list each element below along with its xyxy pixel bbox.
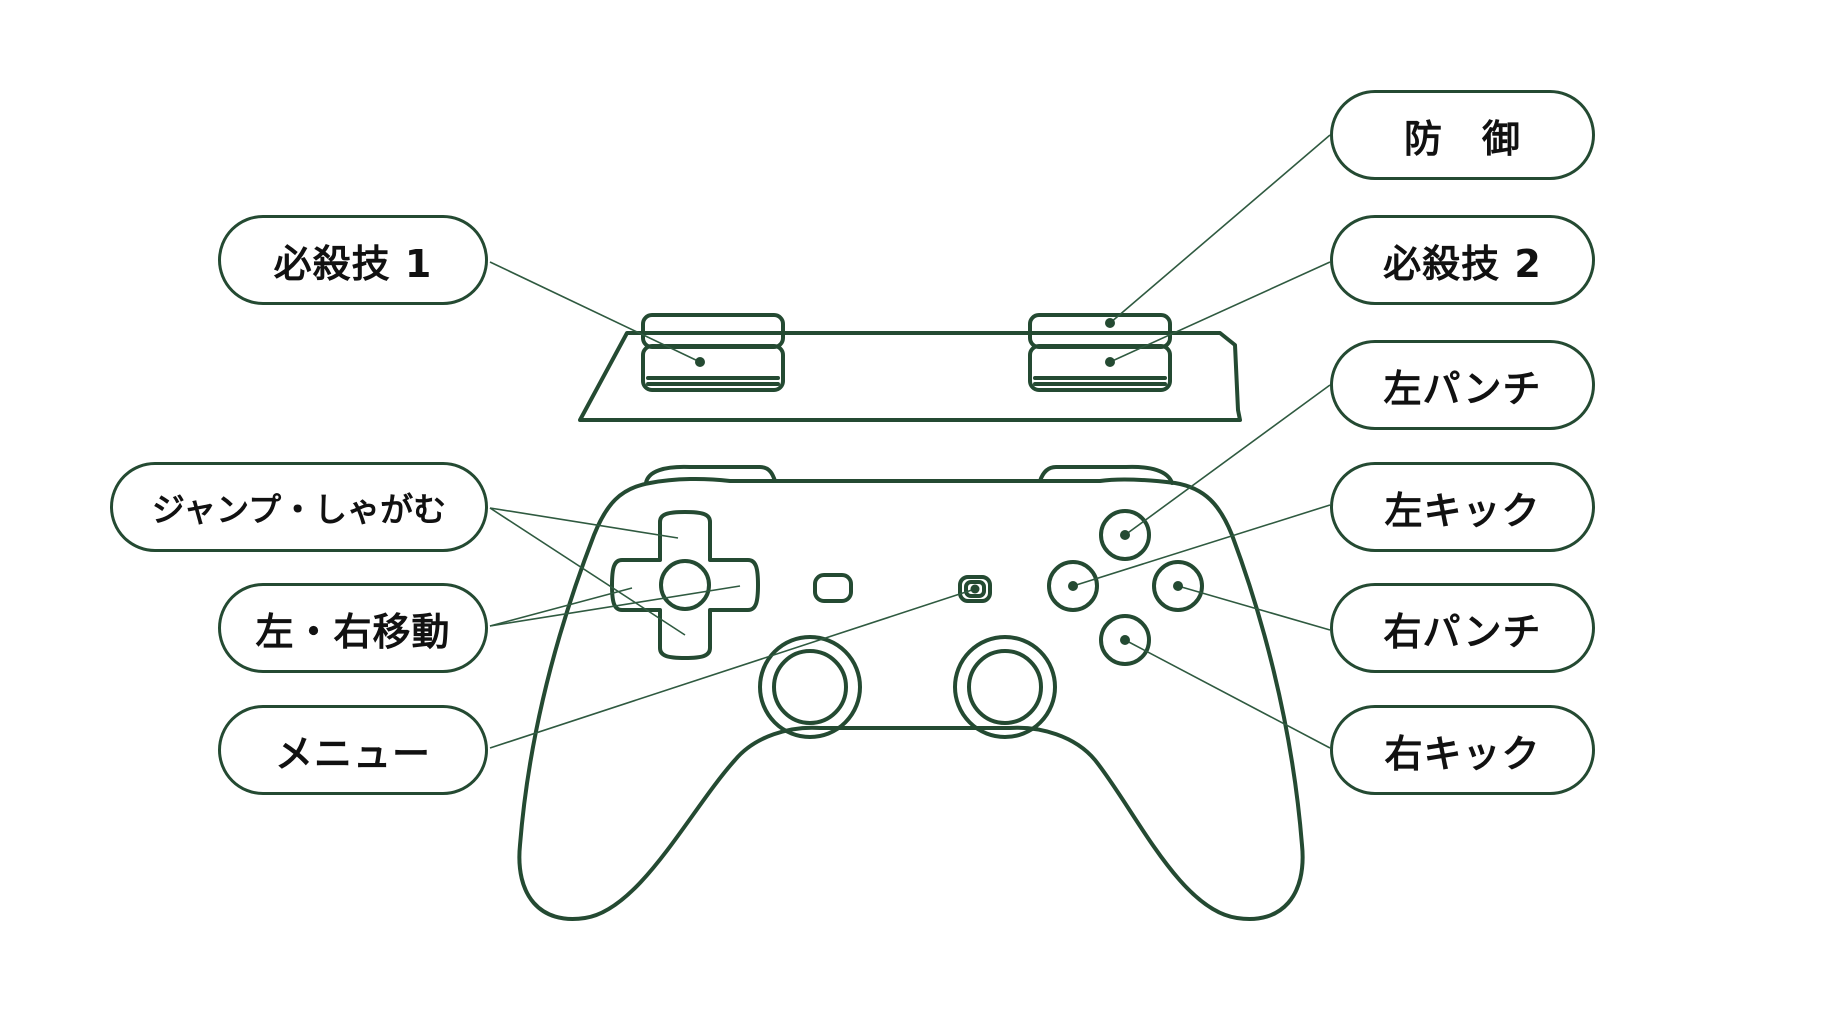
label-special1: 必殺技 1 <box>218 215 488 305</box>
label-move: 左・右移動 <box>218 583 488 673</box>
label-special2: 必殺技 2 <box>1330 215 1595 305</box>
leader-special2 <box>1109 261 1331 363</box>
menu-button <box>958 575 992 603</box>
dpad-center <box>659 559 711 611</box>
leader-right-kick <box>1124 639 1331 749</box>
label-right-punch: 右パンチ <box>1330 583 1595 673</box>
leader-left-punch <box>1124 384 1331 536</box>
label-defend: 防 御 <box>1330 90 1595 180</box>
face-button-right <box>1152 560 1204 612</box>
leader-special1 <box>489 261 701 363</box>
label-menu: メニュー <box>218 705 488 795</box>
leader-left-kick <box>1072 504 1331 587</box>
right-bumper <box>1028 344 1172 392</box>
label-jump-crouch: ジャンプ・しゃがむ <box>110 462 488 552</box>
leader-jump-1 <box>489 507 679 539</box>
leader-move-2 <box>489 585 741 627</box>
face-button-top <box>1099 509 1151 561</box>
right-stick <box>953 635 1057 739</box>
shoulder-plate <box>578 331 1242 422</box>
label-left-punch: 左パンチ <box>1330 340 1595 430</box>
leader-menu <box>489 588 976 749</box>
face-button-left <box>1047 560 1099 612</box>
leader-right-punch <box>1177 585 1331 631</box>
left-stick <box>758 635 862 739</box>
label-right-kick: 右キック <box>1330 705 1595 795</box>
face-button-bottom <box>1099 614 1151 666</box>
leader-move-1 <box>489 587 633 627</box>
left-bumper <box>641 344 785 392</box>
label-left-kick: 左キック <box>1330 462 1595 552</box>
dpad <box>610 510 760 660</box>
leader-jump-2 <box>489 507 686 636</box>
leader-defend <box>1109 134 1331 324</box>
select-button <box>813 573 853 603</box>
controller-body <box>517 476 1305 921</box>
